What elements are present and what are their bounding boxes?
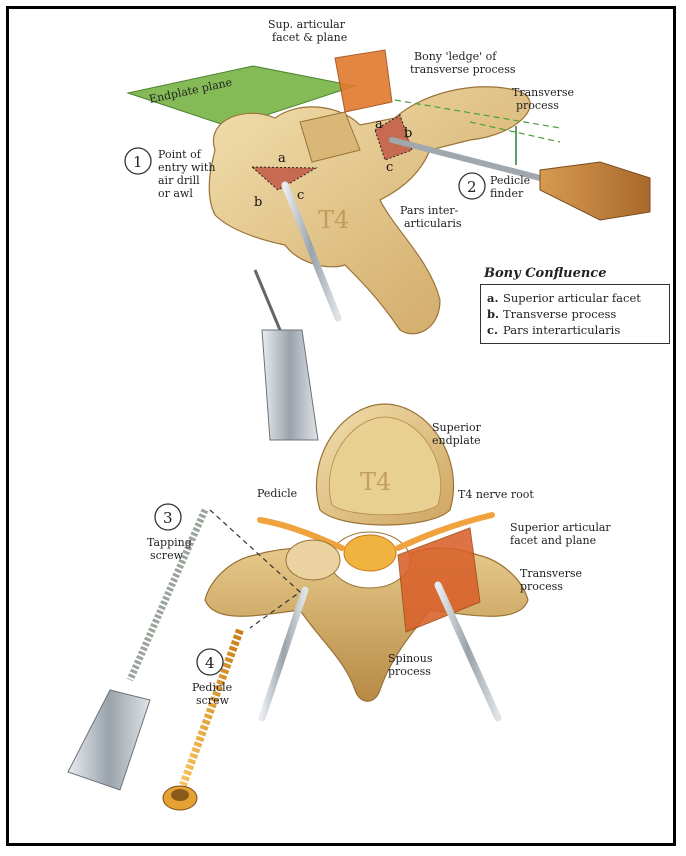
facet-left [286, 540, 340, 580]
svg-text:articularis: articularis [404, 217, 462, 230]
label-pedicle: Pedicle [257, 487, 297, 500]
label-spinous-process: Spinous process [388, 652, 433, 678]
label-pedicle-screw: Pedicle screw [192, 681, 232, 707]
label-transverse-top: Transverse process [512, 86, 574, 112]
svg-text:endplate: endplate [432, 434, 481, 447]
svg-text:Pedicle: Pedicle [490, 174, 530, 187]
svg-text:or awl: or awl [158, 187, 193, 200]
svg-text:Pedicle: Pedicle [192, 681, 232, 694]
svg-text:Point of: Point of [158, 148, 202, 161]
label-sup-facet-bottom: Superior articular facet and plane [510, 521, 611, 547]
pedicle-finder-handle [540, 162, 650, 220]
pedicle-screw-socket [171, 789, 189, 801]
svg-text:Transverse: Transverse [520, 567, 582, 580]
point-b-left: b [254, 195, 262, 210]
label-pars: Pars inter- articularis [400, 204, 462, 230]
svg-text:screw: screw [196, 694, 230, 707]
legend-item: a.Superior articular facet [487, 290, 663, 306]
svg-text:process: process [516, 99, 559, 112]
svg-text:Superior: Superior [432, 421, 482, 434]
svg-text:Bony 'ledge' of: Bony 'ledge' of [414, 50, 497, 63]
label-superior-endplate: Superior endplate [432, 421, 482, 447]
point-b-right: b [404, 126, 412, 141]
vertebra-label-top: T4 [318, 206, 349, 234]
sup-facet-plane [335, 50, 392, 112]
legend: Bony Confluence a.Superior articular fac… [480, 266, 670, 344]
svg-text:finder: finder [490, 187, 524, 200]
svg-text:entry with: entry with [158, 161, 215, 174]
step4-number: 4 [205, 654, 215, 672]
label-transverse-bottom: Transverse process [520, 567, 582, 593]
vertebra-label-bottom: T4 [360, 468, 391, 496]
step3-number: 3 [163, 509, 173, 527]
svg-text:air drill: air drill [158, 174, 200, 187]
svg-text:Tapping: Tapping [147, 536, 192, 549]
label-bony-ledge: Bony 'ledge' of transverse process [410, 50, 516, 76]
svg-text:Transverse: Transverse [512, 86, 574, 99]
label-pedicle-finder: Pedicle finder [490, 174, 530, 200]
svg-text:Sup. articular: Sup. articular [268, 18, 346, 31]
legend-item: c.Pars interarticularis [487, 322, 663, 338]
point-a-right: a [375, 117, 383, 132]
point-c-right: c [386, 160, 393, 175]
legend-title: Bony Confluence [484, 266, 670, 281]
step1-number: 1 [133, 153, 143, 171]
legend-box: a.Superior articular facet b.Transverse … [480, 284, 670, 344]
label-nerve-root: T4 nerve root [458, 488, 534, 501]
svg-text:screw: screw [150, 549, 184, 562]
point-a-left: a [278, 151, 286, 166]
svg-text:facet & plane: facet & plane [272, 31, 347, 44]
label-point-of-entry: Point of entry with air drill or awl [158, 148, 215, 200]
svg-text:Superior articular: Superior articular [510, 521, 611, 534]
point-c-left: c [297, 188, 304, 203]
label-sup-facet: Sup. articular facet & plane [268, 18, 347, 44]
svg-text:facet and plane: facet and plane [510, 534, 596, 547]
air-drill-shaft [255, 270, 280, 330]
tapping-screw-handle [68, 690, 150, 790]
svg-text:process: process [388, 665, 431, 678]
svg-text:Spinous: Spinous [388, 652, 433, 665]
step2-number: 2 [467, 178, 477, 196]
svg-text:transverse process: transverse process [410, 63, 516, 76]
legend-item: b.Transverse process [487, 306, 663, 322]
spinal-cord [344, 535, 396, 571]
air-drill-handle [262, 330, 318, 440]
svg-text:Pars inter-: Pars inter- [400, 204, 459, 217]
svg-text:process: process [520, 580, 563, 593]
